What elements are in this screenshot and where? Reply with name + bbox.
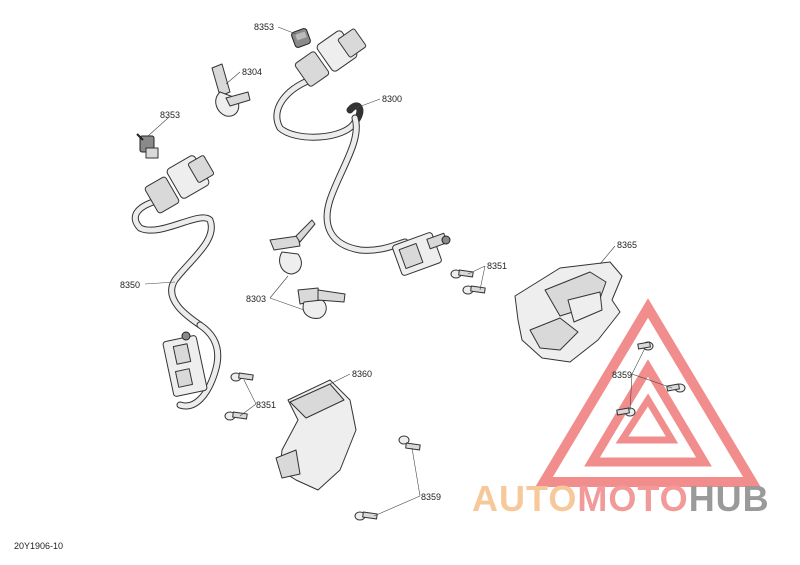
watermark-triangle-core: [615, 393, 679, 444]
screws-8359-bottom: [354, 435, 421, 521]
watermark-auto: AUTO: [472, 478, 578, 519]
callout-8351-left: 8351: [256, 400, 276, 410]
callout-8360: 8360: [352, 369, 372, 379]
leader-lines: [144, 26, 673, 517]
callout-8359-right: 8359: [612, 370, 632, 380]
callout-8351-right: 8351: [487, 261, 507, 271]
watermark-moto: MOTO: [577, 478, 689, 519]
harness-8300: [273, 28, 451, 276]
harness-8350: [131, 155, 222, 410]
reference-code: 20Y1906-10: [14, 541, 64, 551]
bulb-8353-top: [291, 28, 311, 48]
callout-8353-left: 8353: [160, 110, 180, 120]
watermark-text: AUTOMOTOHUB: [472, 478, 770, 520]
callout-8304: 8304: [242, 67, 262, 77]
callout-8359-bottom: 8359: [421, 492, 441, 502]
callout-labels: 8353 8304 8300 8353 8350 8303 8351 8365 …: [120, 22, 637, 502]
bolts-8351-left: [224, 372, 254, 421]
watermark-hub: HUB: [688, 478, 770, 519]
callout-8365: 8365: [617, 240, 637, 250]
cover-8360: [275, 379, 357, 491]
bulb-8353-left: [136, 133, 159, 159]
clip-8304: [211, 63, 251, 117]
cover-8365: [514, 261, 623, 363]
callout-8353-top: 8353: [254, 22, 274, 32]
bolts-8351-right: [450, 269, 486, 295]
callout-8300: 8300: [382, 94, 402, 104]
callout-8303: 8303: [246, 294, 266, 304]
callout-8350: 8350: [120, 280, 140, 290]
clip-8303: [269, 219, 346, 319]
watermark-triangle-outer: [535, 298, 761, 487]
